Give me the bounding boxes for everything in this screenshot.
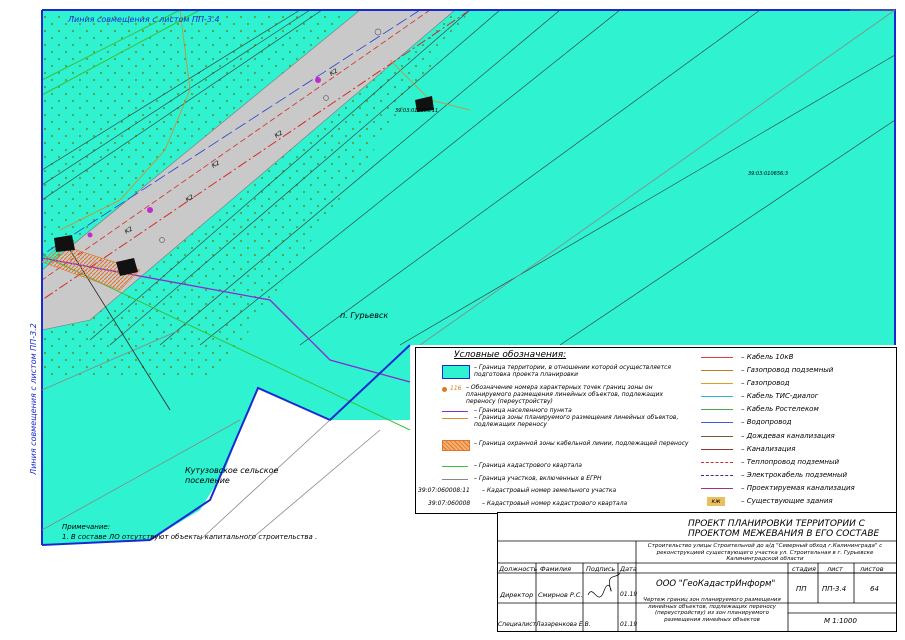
legend-item: – Канализация [701, 445, 891, 455]
legend-item: – Кабель 10кВ [701, 353, 891, 363]
legend-item: – Электрокабель подземный [701, 471, 891, 481]
signature [587, 572, 621, 598]
point-swatch [442, 387, 447, 392]
legend-item: кж – Существующие здания [701, 497, 891, 507]
settlement-label: п. Гурьевск [340, 311, 389, 320]
title-block: ПРОЕКТ ПЛАНИРОВКИ ТЕРРИТОРИИ С ПРОЕКТОМ … [497, 512, 897, 632]
legend-item: – Граница охранной зоны кабельной линии,… [416, 440, 688, 451]
link-left-label: Линия совмещения с листом ПП-3.2 [28, 323, 38, 475]
building [54, 235, 75, 252]
legend-item: 39:07:060008 – Кадастровый номер кадастр… [428, 500, 628, 507]
legend-right-column: – Кабель 10кВ – Газопровод подземный – Г… [701, 350, 891, 510]
building [116, 258, 138, 276]
sheet-value: ПП-3.4 [822, 585, 847, 593]
col-date: Дата [620, 565, 637, 573]
legend-item: 39:07:060008:11 – Кадастровый номер земе… [418, 487, 617, 494]
legend-item: – Кабель ТИС-диалог [701, 392, 891, 402]
hatch-swatch [442, 440, 470, 451]
row2-position: Специалист [498, 621, 536, 628]
legend-item: – Теплопровод подземный [701, 458, 891, 468]
legend-item: – Граница зоны планируемого размещения л… [416, 414, 686, 432]
territory-swatch [442, 365, 470, 379]
sheets-label: листов [860, 565, 884, 573]
stage-value: ПП [796, 585, 807, 593]
cadastral-label: 39:03:010656:3 [748, 171, 789, 177]
sheets-value: 64 [870, 585, 879, 593]
col-position: Должность [499, 565, 538, 573]
legend-left-column: – Граница территории, в отношении которо… [416, 348, 688, 513]
legend-item: – Граница территории, в отношении которо… [416, 364, 686, 382]
legend-title: Условные обозначения: [454, 350, 567, 360]
scale-value: М 1:1000 [824, 617, 857, 625]
row2-date: 01.19 [620, 621, 638, 628]
project-title-2: ПРОЕКТОМ МЕЖЕВАНИЯ В ЕГО СОСТАВЕ [688, 529, 880, 539]
object-name: Строительство улицы Строительной до а/д … [647, 543, 883, 563]
legend-item: 116 – Обозначение номера характерных точ… [416, 384, 686, 414]
sheet-label: лист [827, 565, 843, 573]
project-title-1: ПРОЕКТ ПЛАНИРОВКИ ТЕРРИТОРИИ С [688, 519, 865, 529]
legend-item: – Газопровод [701, 379, 891, 389]
building [415, 96, 434, 112]
cadastral-label: 39:03:010656:11 [395, 108, 439, 114]
note-text: 1. В составе ЛО отсутствуют объекты капи… [62, 533, 318, 541]
stage-label: стадия [792, 565, 816, 573]
row1-date: 01.19 [620, 591, 638, 598]
link-top-label: Линия совмещения с листом ПП-3.4 [68, 15, 220, 24]
drawing-name: Чертеж границ зон планируемого размещени… [643, 597, 781, 623]
legend-item: – Дождевая канализация [701, 432, 891, 442]
building-swatch: кж [707, 497, 725, 506]
legend-item: – Граница кадастрового квартала [416, 462, 686, 472]
village-label: Кутузовское сельское поселение [185, 466, 279, 486]
legend-item: – Газопровод подземный [701, 366, 891, 376]
legend-item: – Граница участков, включенных в ЕГРН [416, 475, 686, 485]
col-name: Фамилия [540, 565, 571, 573]
row2-name: Лазаренкова Е.В. [536, 621, 591, 628]
col-sign: Подпись [586, 565, 616, 573]
note-title: Примечание: [62, 523, 111, 531]
legend-item: – Проектируемая канализация [701, 484, 891, 494]
row1-name: Смирнов Р.С. [538, 591, 583, 599]
legend-item: – Водопровод [701, 418, 891, 428]
legend-box: Условные обозначения: – Граница территор… [415, 347, 897, 514]
row1-position: Директор [500, 591, 534, 599]
legend-item: – Граница населенного пункта [416, 407, 686, 417]
legend-item: – Кабель Ростелеком [701, 405, 891, 415]
company-name: ООО "ГеоКадастрИнформ" [656, 579, 776, 589]
